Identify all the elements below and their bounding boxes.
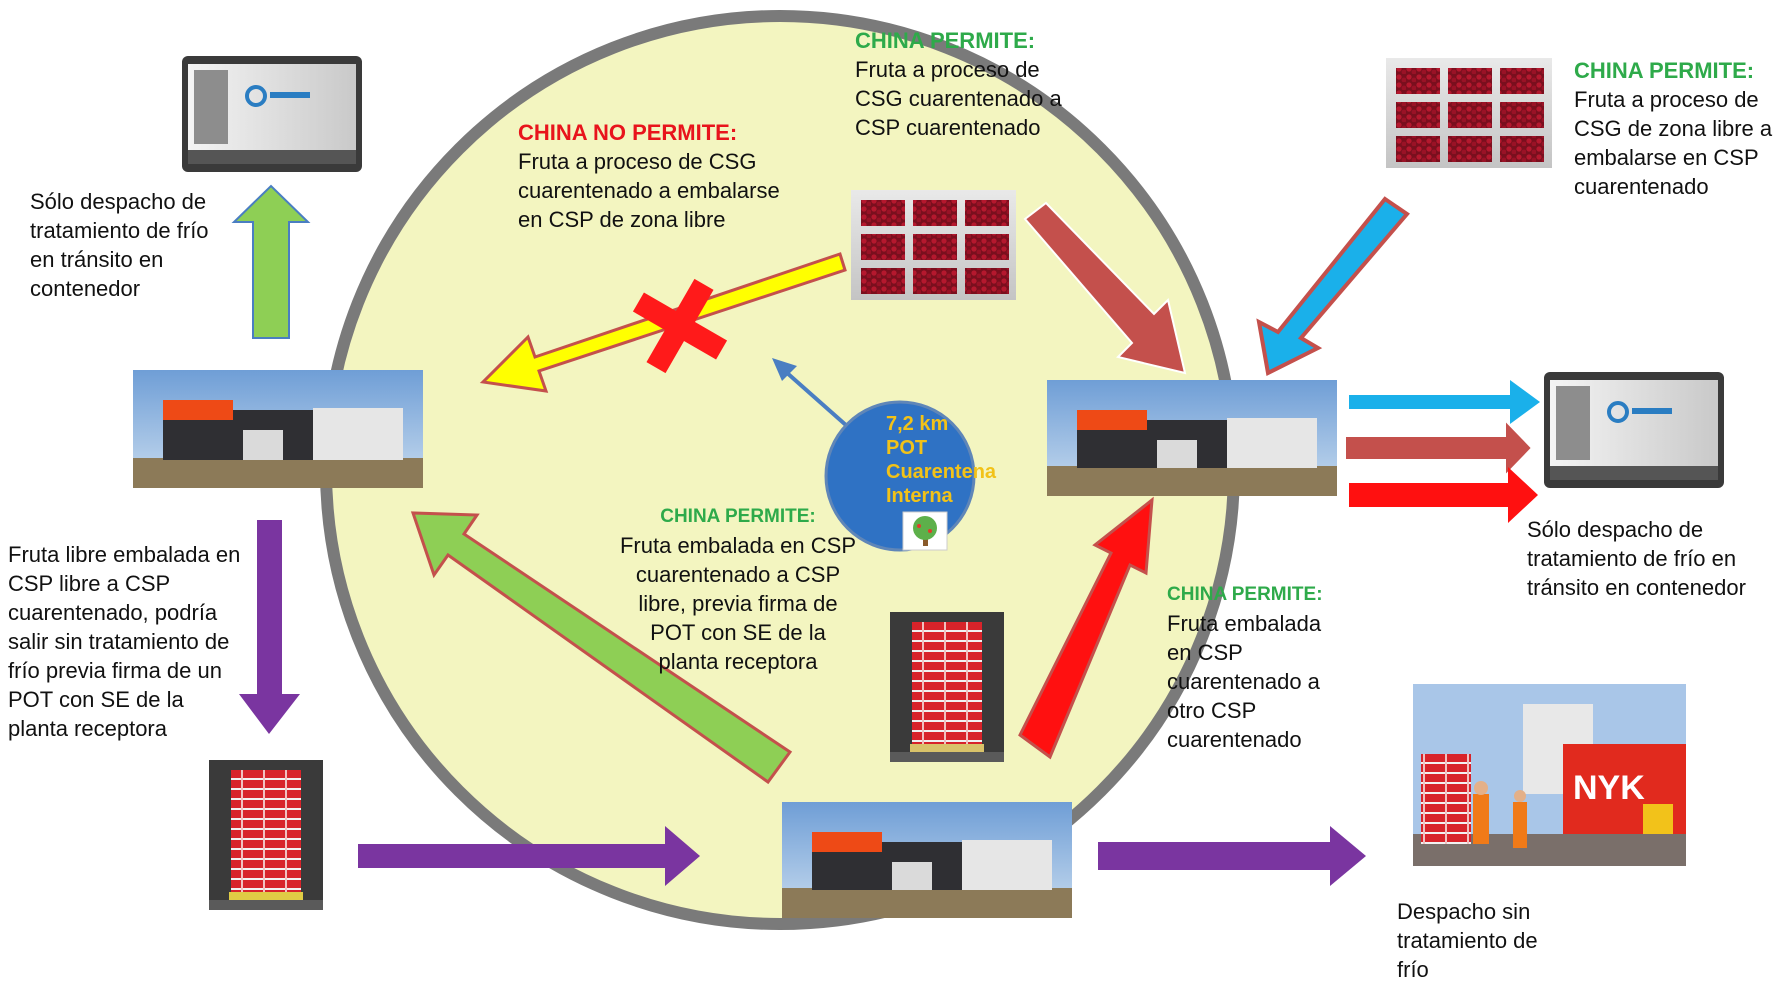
center-zone-quarantine: Cuarentena (886, 461, 997, 483)
inner-left-permite-block: CHINA PERMITE: Fruta embalada en CSP cua… (618, 502, 858, 676)
svg-text:NYK: NYK (1573, 769, 1645, 807)
red-arrow-diagonal (1018, 496, 1154, 760)
port-loading-image: NYK (1413, 684, 1686, 866)
center-zone-distance: 7,2 km (886, 413, 949, 435)
top-center-permite-block: CHINA PERMITE: Fruta a proceso de CSG cu… (855, 26, 1080, 142)
blue-arrow (1256, 196, 1410, 376)
red-arrow-right (1349, 467, 1538, 523)
purple-arrow-down (239, 520, 300, 734)
top-right-permite-heading: CHINA PERMITE: (1574, 58, 1755, 83)
packing-plant-image (133, 370, 423, 488)
blue-arrow-right (1349, 380, 1540, 424)
inner-right-permite-block: CHINA PERMITE: Fruta embalada en CSP cua… (1167, 580, 1327, 754)
packing-plant-image (782, 802, 1072, 918)
brown-arrow (1023, 201, 1187, 375)
inner-right-permite-heading: CHINA PERMITE: (1167, 584, 1323, 605)
bottom-right-label: Despacho sin tratamiento de frío (1397, 899, 1538, 982)
green-arrow-up (231, 184, 311, 339)
fruit-pallet-image (890, 612, 1004, 762)
reefer-container-image (1544, 372, 1724, 488)
no-permite-block: CHINA NO PERMITE: Fruta a proceso de CSG… (518, 118, 788, 234)
forbidden-x-icon (632, 278, 728, 374)
no-permite-heading: CHINA NO PERMITE: (518, 120, 738, 145)
reefer-container-image (182, 56, 362, 172)
cherry-bins-image (851, 190, 1016, 300)
inner-left-permite-body: Fruta embalada en CSP cuarentenado a CSP… (619, 533, 857, 674)
inner-left-permite-heading: CHINA PERMITE: (660, 506, 816, 527)
center-zone-pot: POT (886, 437, 928, 459)
center-zone-label: 7,2 km POT Cuarentena Interna (886, 412, 996, 508)
pointer-arrow (772, 358, 858, 436)
fruit-pallet-image (209, 760, 323, 910)
purple-arrow-right (1098, 826, 1366, 886)
no-permite-body: Fruta a proceso de CSG cuarentenado a em… (518, 149, 780, 232)
tree-icon (902, 511, 948, 551)
left-mid-label: Fruta libre embalada en CSP libre a CSP … (8, 542, 241, 741)
purple-arrow-right (358, 826, 700, 886)
cherry-bins-image (1386, 58, 1552, 168)
inner-right-permite-body: Fruta embalada en CSP cuarentenado a otr… (1167, 611, 1322, 752)
top-right-permite-body: Fruta a proceso de CSG de zona libre a e… (1574, 87, 1773, 199)
brown-arrow-right (1344, 417, 1534, 479)
center-zone-internal: Interna (886, 485, 953, 507)
green-arrow-diagonal (410, 511, 793, 785)
top-center-permite-body: Fruta a proceso de CSG cuarentenado a CS… (855, 57, 1062, 140)
top-left-label: Sólo despacho de tratamiento de frío en … (30, 189, 209, 301)
top-right-permite-block: CHINA PERMITE: Fruta a proceso de CSG de… (1574, 56, 1774, 201)
top-center-permite-heading: CHINA PERMITE: (855, 28, 1036, 53)
packing-plant-image (1047, 380, 1337, 496)
right-mid-label: Sólo despacho de tratamiento de frío en … (1527, 517, 1746, 600)
